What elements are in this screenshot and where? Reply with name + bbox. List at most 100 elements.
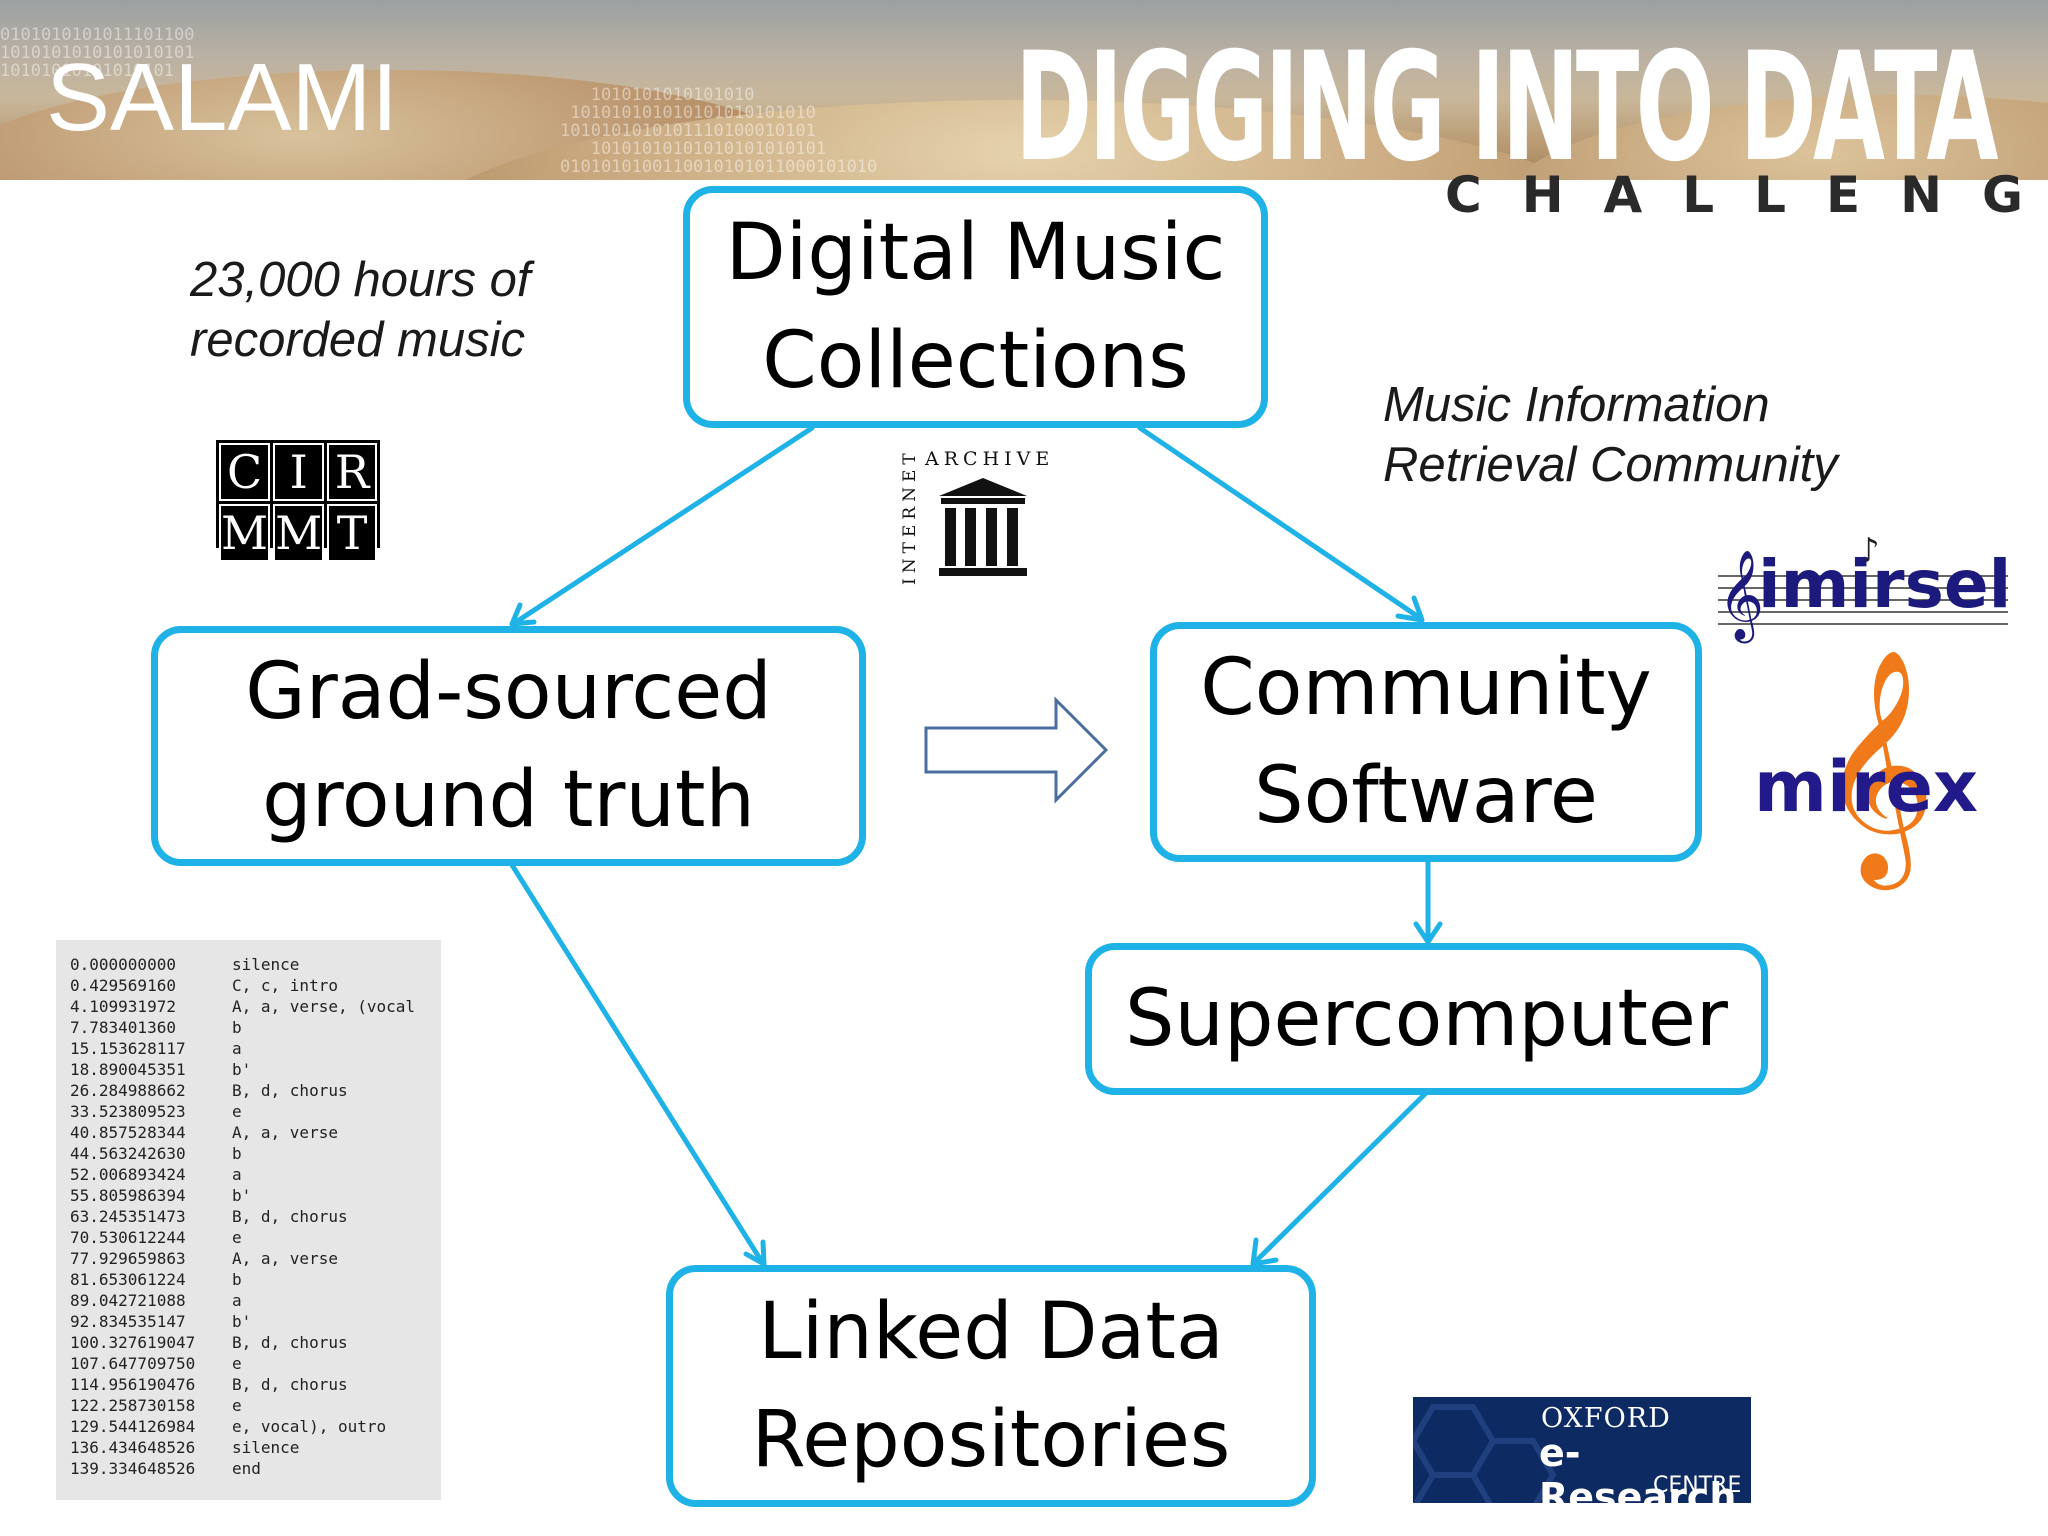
note-line: Retrieval Community	[1383, 438, 1838, 492]
cirmmt-logo: C I R M M T	[216, 440, 380, 562]
annotation-label: B, d, chorus	[232, 1333, 348, 1352]
node-label: Repositories	[751, 1395, 1231, 1485]
annotation-timestamp: 4.109931972	[70, 997, 176, 1016]
annotation-timestamp: 92.834535147	[70, 1312, 186, 1331]
annotation-label: e	[232, 1396, 242, 1415]
annotation-label: B, d, chorus	[232, 1375, 348, 1394]
annotation-timestamp: 89.042721088	[70, 1291, 186, 1310]
annotation-row: 122.258730158 e	[70, 1395, 427, 1416]
annotation-row: 77.929659863 A, a, verse	[70, 1248, 427, 1269]
e-research-wordmark: e-Research	[1539, 1431, 1737, 1503]
annotation-row: 81.653061224 b	[70, 1269, 427, 1290]
annotation-label: a	[232, 1165, 242, 1184]
annotation-label: b	[232, 1018, 242, 1037]
annotation-timestamp: 15.153628117	[70, 1039, 186, 1058]
annotation-label: b'	[232, 1186, 252, 1205]
note-line: Music Information	[1383, 378, 1770, 432]
note-line: 23,000 hours of	[190, 253, 531, 307]
node-digital-music-collections: Digital Music Collections	[683, 186, 1268, 428]
annotation-timestamp: 33.523809523	[70, 1102, 186, 1121]
edge-supercomputer-to-linked-data	[1252, 1091, 1428, 1265]
hexagon-pattern-icon	[1413, 1404, 1557, 1503]
node-label: ground truth	[262, 755, 755, 845]
annotation-timestamp: 63.245351473	[70, 1207, 186, 1226]
annotation-label: B, d, chorus	[232, 1081, 348, 1100]
banner-binary-pattern: 1010101010101010 10101010101010101010101…	[560, 85, 878, 177]
node-label: Software	[1254, 751, 1598, 841]
node-label: Digital Music	[725, 208, 1226, 298]
annotation-timestamp: 136.434648526	[70, 1438, 196, 1457]
annotation-label: b	[232, 1270, 242, 1289]
edge-collections-to-software	[1137, 425, 1423, 621]
annotation-label: A, a, verse	[232, 1123, 338, 1142]
internet-archive-logo: ARCHIVE INTERNET	[895, 448, 1049, 585]
header-banner: 0101010101011101100 1010101010101010101 …	[0, 0, 2048, 180]
annotation-row: 52.006893424 a	[70, 1164, 427, 1185]
note-mir-community: Music Information Retrieval Community	[1383, 375, 1838, 495]
annotation-label: a	[232, 1291, 242, 1310]
annotation-label: e	[232, 1354, 242, 1373]
arrowhead	[509, 602, 537, 627]
annotation-label: C, c, intro	[232, 976, 338, 995]
annotation-timestamp: 129.544126984	[70, 1417, 196, 1436]
node-label: Linked Data	[758, 1287, 1224, 1377]
annotation-row: 129.544126984 e, vocal), outro	[70, 1416, 427, 1437]
annotation-label: e, vocal), outro	[232, 1417, 387, 1436]
annotation-timestamp: 44.563242630	[70, 1144, 186, 1163]
oxford-wordmark: OXFORD	[1541, 1403, 1671, 1434]
annotation-row: 0.429569160 C, c, intro	[70, 975, 427, 996]
edge-collections-to-ground-truth	[513, 425, 815, 625]
annotation-row: 114.956190476 B, d, chorus	[70, 1374, 427, 1395]
annotation-timestamp: 0.429569160	[70, 976, 176, 995]
annotation-label: A, a, verse	[232, 1249, 338, 1268]
annotation-row: 55.805986394 b'	[70, 1185, 427, 1206]
cirmmt-letter: C	[219, 443, 271, 501]
arrowhead	[1413, 921, 1443, 945]
node-label: Collections	[762, 316, 1189, 406]
node-label: Grad-sourced	[245, 647, 772, 737]
annotation-timestamp: 40.857528344	[70, 1123, 186, 1142]
annotation-row: 33.523809523 e	[70, 1101, 427, 1122]
arrowhead	[743, 1239, 767, 1267]
arrowhead	[1395, 595, 1425, 623]
annotation-timestamp: 52.006893424	[70, 1165, 186, 1184]
imirsel-wordmark: imirsel	[1758, 546, 2012, 623]
cirmmt-letter: I	[273, 443, 325, 501]
annotation-timestamp: 114.956190476	[70, 1375, 196, 1394]
treble-clef-icon: 𝄞	[1718, 550, 1765, 640]
centre-wordmark: CENTRE	[1653, 1473, 1742, 1498]
hollow-arrow-right	[924, 696, 1109, 804]
annotation-timestamp: 139.334648526	[70, 1459, 196, 1478]
treble-clef-icon: 𝄞	[1818, 647, 1937, 880]
music-note-icon: ♪	[1858, 531, 1880, 571]
arrowhead	[1250, 1237, 1279, 1267]
annotation-label: b'	[232, 1060, 252, 1079]
annotation-row: 89.042721088 a	[70, 1290, 427, 1311]
annotation-timestamp: 81.653061224	[70, 1270, 186, 1289]
annotation-timestamp: 77.929659863	[70, 1249, 186, 1268]
cirmmt-letter: M	[273, 504, 325, 562]
internet-archive-side-wordmark: INTERNET	[900, 448, 920, 585]
annotation-label: e	[232, 1102, 242, 1121]
annotation-label: b	[232, 1144, 242, 1163]
annotation-timestamp: 55.805986394	[70, 1186, 186, 1205]
node-community-software: Community Software	[1150, 622, 1702, 862]
imirsel-logo: 𝄞 ♪ imirsel	[1718, 534, 2012, 640]
node-linked-data-repositories: Linked Data Repositories	[666, 1265, 1316, 1507]
annotation-timestamp: 122.258730158	[70, 1396, 196, 1415]
annotation-label: end	[232, 1459, 261, 1478]
node-grad-sourced-ground-truth: Grad-sourced ground truth	[151, 626, 866, 866]
oxford-e-research-centre-logo: OXFORD e-Research CENTRE	[1413, 1397, 1751, 1503]
staff-lines-icon	[1718, 575, 2008, 625]
